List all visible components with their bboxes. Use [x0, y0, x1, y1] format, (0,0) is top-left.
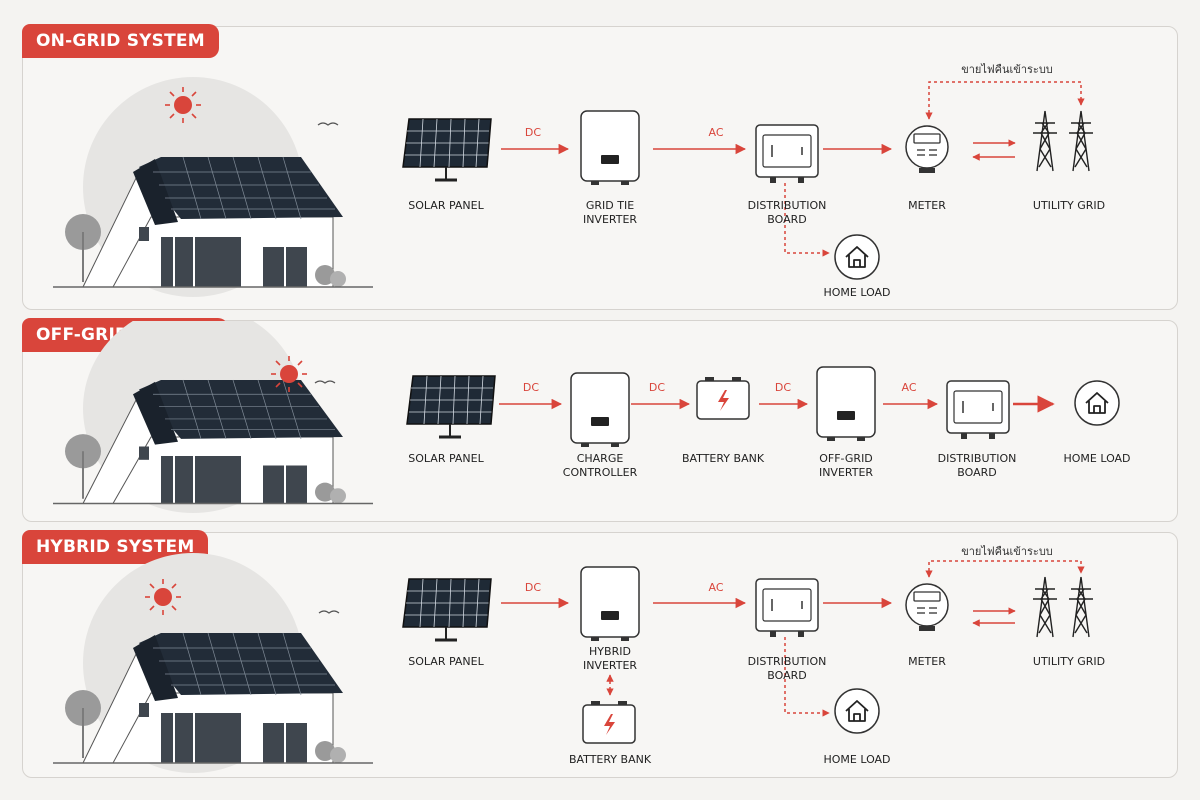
label-utility-grid: UTILITY GRID [1032, 199, 1106, 212]
sellback-arrow [925, 560, 1085, 578]
home-load-icon [834, 688, 880, 734]
house-illustration [52, 321, 374, 514]
flow-dc: DC [524, 581, 542, 594]
bird-icon [318, 610, 340, 614]
bird-icon [314, 380, 336, 384]
house-illustration [52, 552, 374, 774]
hybrid-title: HYBRID SYSTEM [22, 530, 209, 564]
label-inverter: GRID TIE INVERTER [582, 199, 638, 226]
distribution-board-icon [755, 578, 819, 638]
ongrid-title: ON-GRID SYSTEM [22, 24, 219, 58]
solar-panel-icon [401, 577, 493, 642]
label-home-load: HOME LOAD [823, 753, 891, 766]
label-distribution-board: DISTRIBUTION BOARD [937, 452, 1017, 479]
distribution-board-icon [946, 380, 1010, 440]
label-solar-panel: SOLAR PANEL [408, 452, 484, 465]
flow-dc-1: DC [522, 381, 540, 394]
label-solar-panel: SOLAR PANEL [408, 199, 484, 212]
solar-panel-icon [401, 117, 493, 182]
flow-dc-3: DC [774, 381, 792, 394]
flow-ac: AC [708, 581, 724, 594]
inverter-icon [580, 110, 640, 186]
label-battery-bank: BATTERY BANK [568, 753, 652, 766]
ongrid-diagram [52, 76, 1094, 298]
flow-ac: AC [708, 126, 724, 139]
flow-dc: DC [524, 126, 542, 139]
sellback-arrow [925, 81, 1085, 120]
home-load-icon [834, 234, 880, 280]
distribution-board-icon [755, 124, 819, 184]
inverter-icon [580, 566, 640, 642]
solar-panel-icon [405, 374, 497, 439]
offgrid-panel: OFF-GRID SYSTEM SOLAR PANEL CHARGE CONTR… [22, 318, 1178, 522]
label-solar-panel: SOLAR PANEL [408, 655, 484, 668]
inverter-icon [816, 366, 876, 442]
sellback-note: ขายไฟคืนเข้าระบบ [961, 545, 1053, 558]
label-charge-controller: CHARGE CONTROLLER [562, 452, 638, 479]
label-distribution-board: DISTRIBUTION BOARD [747, 199, 827, 226]
battery-bank-icon [582, 700, 636, 744]
home-load-arrow [784, 637, 830, 717]
house-illustration [52, 76, 374, 298]
label-distribution-board: DISTRIBUTION BOARD [747, 655, 827, 682]
home-load-icon [1074, 380, 1120, 426]
offgrid-diagram [52, 321, 1120, 514]
label-home-load: HOME LOAD [1063, 452, 1131, 465]
ongrid-panel: ON-GRID SYSTEM SOLAR PANEL GRID TIE INVE… [22, 24, 1178, 310]
charge-controller-icon [570, 372, 630, 448]
hybrid-panel: HYBRID SYSTEM SOLAR PANEL HYBRID INVERTE… [22, 530, 1178, 778]
meter-icon [905, 583, 949, 632]
meter-icon [905, 125, 949, 174]
flow-ac: AC [901, 381, 917, 394]
label-inverter: OFF-GRID INVERTER [818, 452, 874, 479]
utility-grid-icon [1032, 576, 1094, 638]
label-meter: METER [908, 655, 946, 668]
bird-icon [317, 122, 339, 126]
label-utility-grid: UTILITY GRID [1032, 655, 1106, 668]
label-meter: METER [908, 199, 946, 212]
hybrid-diagram [52, 552, 1094, 774]
label-battery-bank: BATTERY BANK [681, 452, 765, 465]
battery-bank-icon [696, 376, 750, 420]
sellback-note: ขายไฟคืนเข้าระบบ [961, 63, 1053, 76]
label-home-load: HOME LOAD [823, 286, 891, 299]
utility-grid-icon [1032, 110, 1094, 172]
flow-dc-2: DC [648, 381, 666, 394]
label-inverter: HYBRID INVERTER [582, 645, 638, 672]
